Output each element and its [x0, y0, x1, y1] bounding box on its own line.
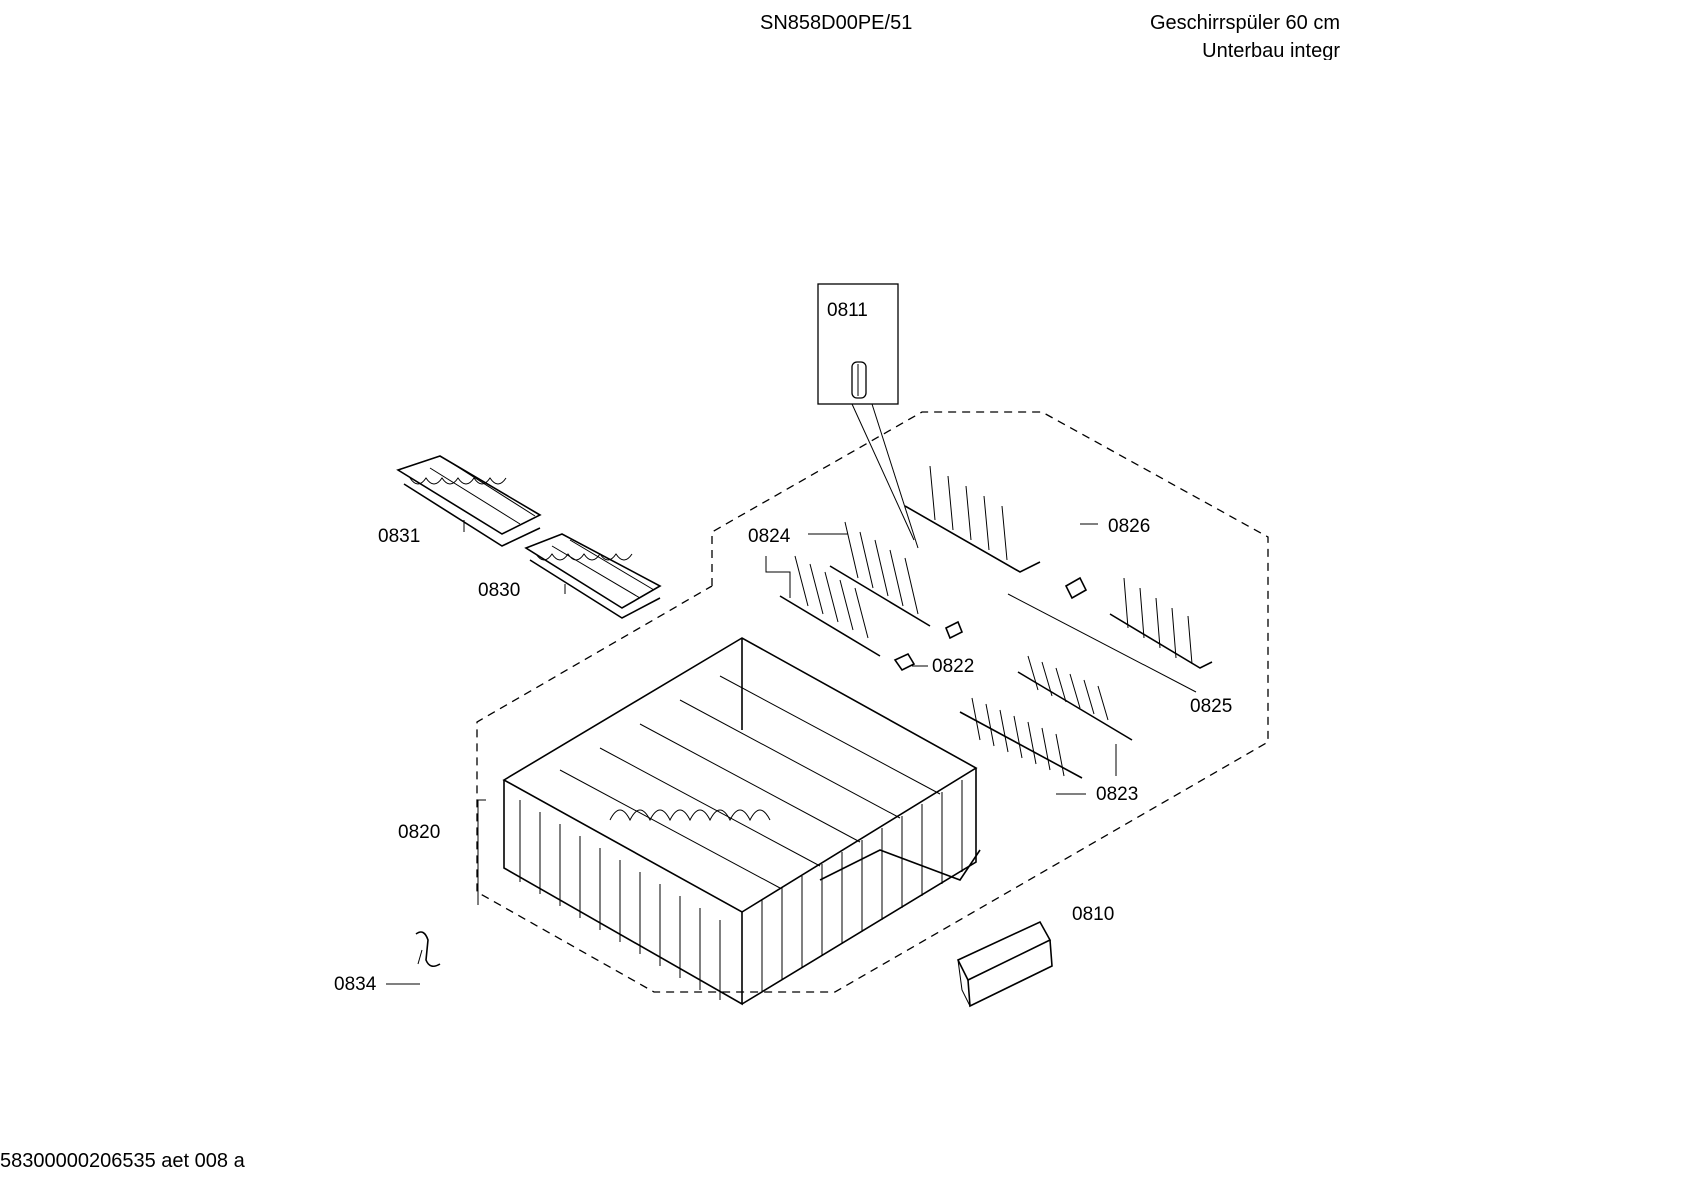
part-label-0825: 0825 — [1190, 696, 1232, 717]
cutlery-rack-icon — [396, 455, 542, 547]
folding-tine-row-icon — [765, 521, 931, 657]
appliance-description-line-2: Unterbau integr — [1202, 40, 1340, 60]
part-label-0834: 0834 — [334, 974, 377, 995]
detail-box-0811: 0811 — [817, 283, 919, 549]
part-label-0822: 0822 — [932, 656, 974, 677]
document-id: 58300000206535 aet 008 a — [0, 1150, 245, 1172]
clip-icon — [893, 576, 1088, 672]
appliance-description: Geschirrspüler 60 cm — [1149, 12, 1340, 34]
part-label-0826: 0826 — [1108, 516, 1150, 537]
part-label-0824: 0824 — [748, 526, 791, 547]
model-number: SN858D00PE/51 — [760, 12, 913, 34]
folding-tine-row-icon — [1007, 577, 1213, 693]
part-label-0820: 0820 — [398, 822, 440, 843]
wire-basket-icon — [477, 637, 981, 1006]
handle-icon — [956, 920, 1053, 1008]
part-label-0811: 0811 — [827, 300, 868, 321]
part-label-0831: 0831 — [378, 526, 420, 547]
part-label-0810: 0810 — [1072, 904, 1114, 925]
assembly-boundary — [476, 411, 1269, 993]
cutlery-rack-icon — [524, 533, 662, 619]
folding-tine-row-icon — [959, 655, 1133, 795]
part-label-0823: 0823 — [1096, 784, 1138, 805]
part-label-0830: 0830 — [478, 580, 520, 601]
hook-icon — [386, 931, 441, 985]
plug-icon — [851, 361, 867, 399]
folding-tine-row-icon — [904, 465, 1098, 573]
